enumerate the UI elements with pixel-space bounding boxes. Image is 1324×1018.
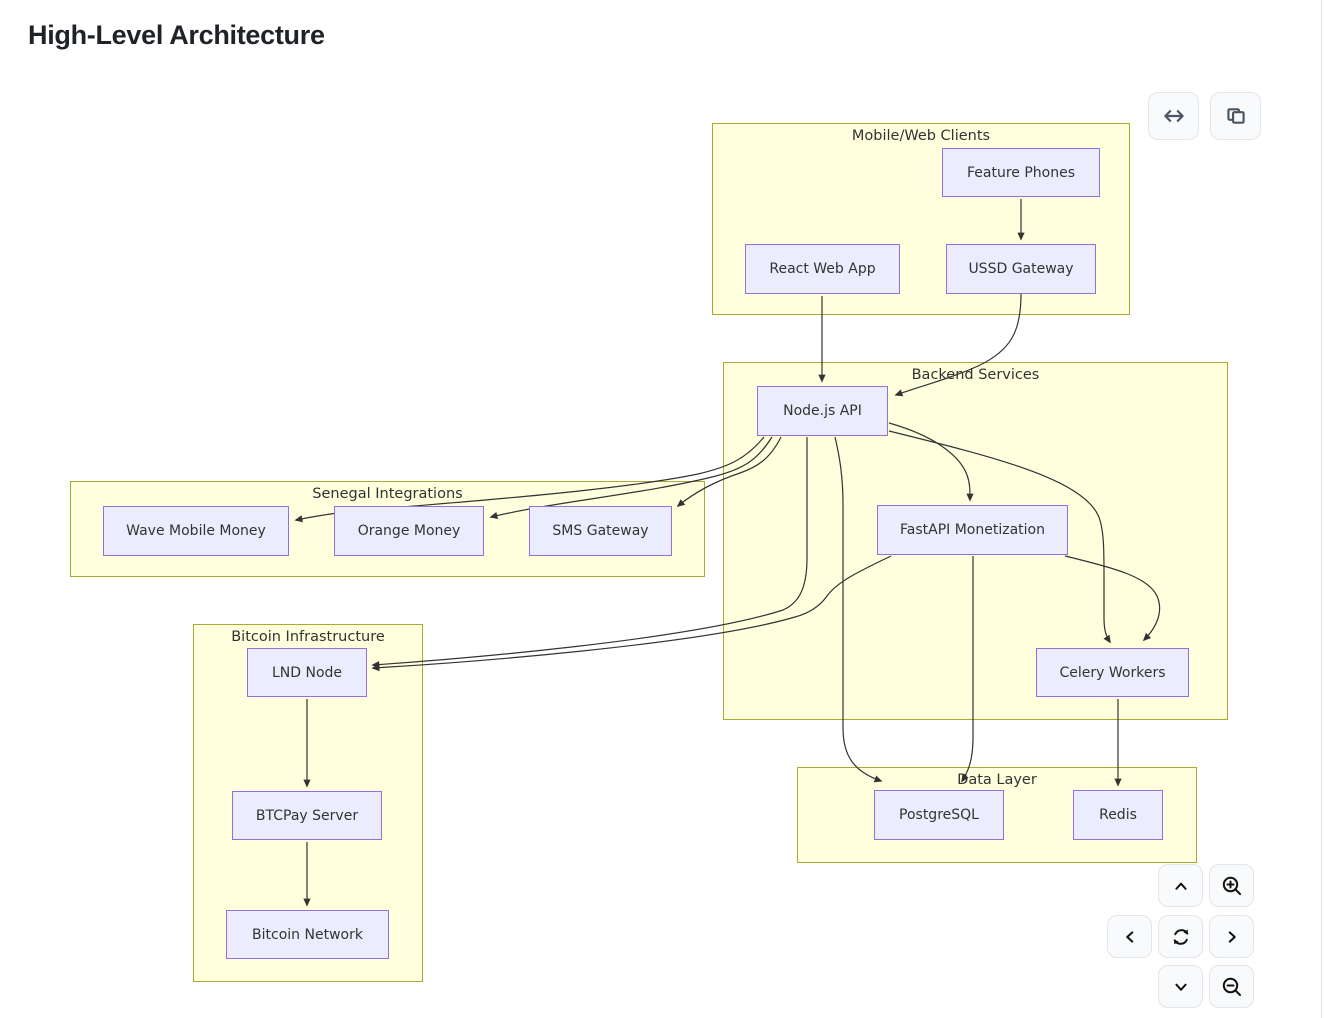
refresh-icon (1173, 928, 1188, 945)
group-label: Mobile/Web Clients (851, 128, 991, 144)
chevron-down-icon (1174, 983, 1187, 991)
zoom-out-button[interactable] (1209, 965, 1254, 1008)
group-label: Data Layer (957, 772, 1037, 788)
node-sms-gateway: SMS Gateway (529, 506, 672, 556)
node-bitcoin-network: Bitcoin Network (226, 910, 389, 959)
node-wave-mobile-money: Wave Mobile Money (103, 506, 289, 556)
node-feature-phones: Feature Phones (942, 148, 1100, 197)
pan-right-button[interactable] (1209, 915, 1254, 958)
node-ussd-gateway: USSD Gateway (946, 244, 1096, 294)
node-btcpay-server: BTCPay Server (232, 791, 382, 840)
node-celery-workers: Celery Workers (1036, 648, 1189, 697)
group-label: Backend Services (911, 367, 1040, 383)
node-orange-money: Orange Money (334, 506, 484, 556)
fit-width-button[interactable] (1148, 92, 1199, 140)
pan-left-button[interactable] (1107, 915, 1152, 958)
node-nodejs-api: Node.js API (757, 386, 888, 436)
group-label: Bitcoin Infrastructure (231, 629, 385, 645)
page-title: High-Level Architecture (28, 20, 325, 50)
pan-down-button[interactable] (1158, 965, 1203, 1008)
node-react-web-app: React Web App (745, 244, 900, 294)
panel-divider (1321, 0, 1322, 1018)
node-postgresql: PostgreSQL (874, 790, 1004, 840)
node-fastapi-monetization: FastAPI Monetization (877, 505, 1068, 555)
magnifier-plus-icon (1222, 876, 1241, 895)
chevron-up-icon (1174, 882, 1187, 890)
node-lnd-node: LND Node (247, 648, 367, 697)
chevron-right-icon (1228, 930, 1236, 943)
chevron-left-icon (1125, 930, 1133, 943)
zoom-in-button[interactable] (1209, 864, 1254, 907)
group-label: Senegal Integrations (312, 486, 463, 502)
pan-up-button[interactable] (1158, 864, 1203, 907)
copy-icon (1226, 108, 1245, 124)
copy-diagram-button[interactable] (1210, 92, 1261, 140)
magnifier-minus-icon (1222, 977, 1241, 996)
node-redis: Redis (1073, 790, 1163, 840)
arrows-horizontal-icon (1163, 110, 1184, 122)
reset-view-button[interactable] (1158, 915, 1203, 958)
